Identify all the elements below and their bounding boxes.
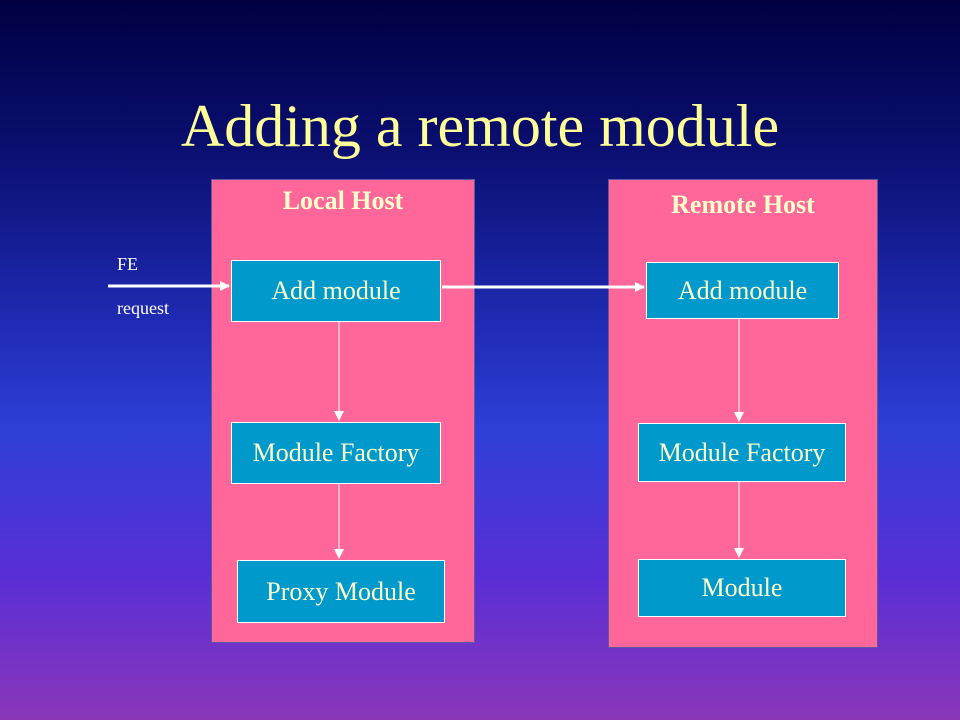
remote-module-factory-box: Module Factory <box>638 423 846 482</box>
local-add-module-box: Add module <box>231 260 441 322</box>
request-label: request <box>117 298 169 318</box>
remote-add-module-box: Add module <box>646 262 839 319</box>
local-host-label: Local Host <box>282 186 404 215</box>
fe-label: FE <box>117 254 139 274</box>
proxy-module-box: Proxy Module <box>237 560 445 623</box>
remote-host-label: Remote Host <box>671 190 815 219</box>
slide-title: Adding a remote module <box>180 93 780 159</box>
local-module-factory-box: Module Factory <box>231 422 441 484</box>
module-box: Module <box>638 559 846 617</box>
